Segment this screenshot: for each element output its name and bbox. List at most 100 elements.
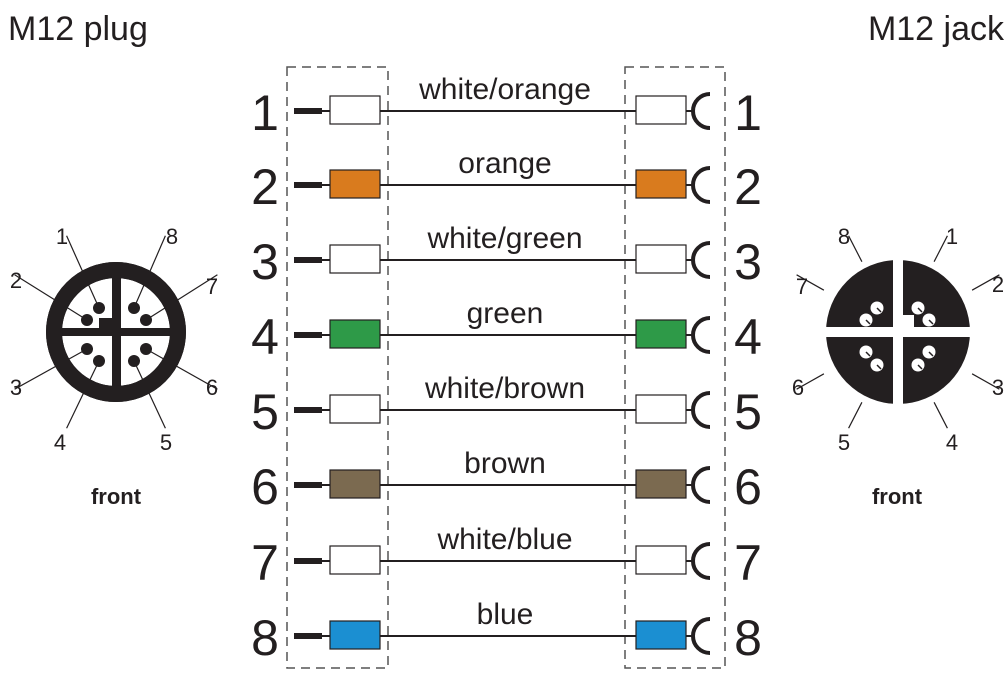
jack-wire-color-box <box>635 394 687 424</box>
plug-pin-leader-line <box>14 348 88 390</box>
plug-wire-color-box <box>329 319 381 349</box>
socket-contact-icon <box>691 617 711 655</box>
wire-color-label: orange <box>458 147 551 180</box>
jack-wire-color-box <box>635 169 687 199</box>
plug-pin-leader-line <box>145 348 218 390</box>
plug-wire-color-box <box>329 469 381 499</box>
jack-pin-mark <box>917 364 923 370</box>
plug-pin-leader-line <box>133 360 166 429</box>
jack-pin-leader-line <box>933 235 948 262</box>
socket-contact-icon <box>691 542 711 580</box>
plug-pin <box>140 343 152 355</box>
jack-pin-label: 4 <box>946 430 958 455</box>
plug-pin-label: 1 <box>56 224 68 249</box>
plug-pin-number: 7 <box>251 535 279 591</box>
jack-pin-number: 1 <box>734 85 762 141</box>
plug-pin <box>128 302 140 314</box>
socket-contact-icon <box>691 316 711 354</box>
jack-pin-number: 2 <box>734 159 762 215</box>
jack-pin-number: 3 <box>734 234 762 290</box>
jack-pin-number: 4 <box>734 309 762 365</box>
plug-key <box>99 318 114 330</box>
wire-rows: 1 1 white/orange 2 2 orange 3 3 white/green 4 4 gre… <box>251 73 762 666</box>
plug-pin-label: 2 <box>10 268 22 293</box>
wire-color-label: white/orange <box>418 73 591 106</box>
wire-row: 8 8 blue <box>251 598 762 666</box>
plug-title: M12 plug <box>8 10 148 48</box>
plug-pin-number: 3 <box>251 234 279 290</box>
jack-wire-color-box <box>635 545 687 575</box>
jack-pin-leader-line <box>933 402 948 429</box>
jack-pin-mark <box>928 319 934 325</box>
jack-pin-mark <box>876 307 882 313</box>
plug-wire-color-box <box>329 545 381 575</box>
jack-pin-mark <box>865 319 871 325</box>
socket-contact-icon <box>691 391 711 429</box>
plug-pin-label: 8 <box>166 224 178 249</box>
jack-pin-label: 1 <box>946 224 958 249</box>
plug-pin-number: 1 <box>251 85 279 141</box>
jack-pin-label: 5 <box>838 430 850 455</box>
socket-contact-icon <box>691 92 711 130</box>
jack-pin-mark <box>928 351 934 357</box>
wire-color-label: white/brown <box>424 372 585 405</box>
plug-pin-number: 6 <box>251 459 279 515</box>
plug-pin-number: 4 <box>251 309 279 365</box>
jack-pin-leader-line <box>971 373 1000 390</box>
jack-pin-leader-line <box>848 235 863 262</box>
plug-pin-label: 4 <box>54 430 66 455</box>
plug-pin-label: 3 <box>10 375 22 400</box>
plug-pin-label: 6 <box>206 375 218 400</box>
jack-wire-color-box <box>635 319 687 349</box>
plug-pin-number: 8 <box>251 610 279 666</box>
socket-contact-icon <box>691 466 711 504</box>
plug-pin <box>128 355 140 367</box>
plug-pin-number: 2 <box>251 159 279 215</box>
plug-pin-leader-line <box>66 360 100 429</box>
jack-wire-color-box <box>635 620 687 650</box>
jack-side-box <box>624 66 726 669</box>
wire-color-label: green <box>467 297 544 330</box>
jack-pin-mark <box>917 307 923 313</box>
jack-wire-color-box <box>635 95 687 125</box>
jack-pin-number: 8 <box>734 610 762 666</box>
plug-wire-color-box <box>329 169 381 199</box>
plug-pin <box>93 302 105 314</box>
plug-pin <box>140 314 152 326</box>
plug-pin <box>81 343 93 355</box>
jack-pin-label: 8 <box>838 224 850 249</box>
plug-wire-color-box <box>329 620 381 650</box>
jack-pin-label: 2 <box>992 272 1004 297</box>
wire-color-label: blue <box>477 598 534 631</box>
plug-pin-leader-line <box>14 274 88 321</box>
jack-pin-label: 6 <box>792 375 804 400</box>
wire-color-label: brown <box>464 447 546 480</box>
jack-title: M12 jack <box>868 10 1005 48</box>
plug-pin-leader-line <box>145 274 218 321</box>
plug-pin-number: 5 <box>251 384 279 440</box>
jack-pin-leader-line <box>796 373 825 390</box>
jack-pin-leader-line <box>971 274 1000 291</box>
wire-row: 6 6 brown <box>251 447 762 515</box>
jack-pin-label: 7 <box>796 274 808 299</box>
plug-caption: front <box>91 484 142 509</box>
plug-pin <box>93 355 105 367</box>
plug-pin <box>81 314 93 326</box>
wire-row: 2 2 orange <box>251 147 762 215</box>
jack-horizontal-gap <box>824 327 972 337</box>
plug-ring-overlay <box>46 262 186 402</box>
socket-contact-icon <box>691 166 711 204</box>
plug-horizontal-divider <box>54 328 178 336</box>
jack-wire-color-box <box>635 244 687 274</box>
plug-wire-color-box <box>329 244 381 274</box>
plug-wire-color-box <box>329 95 381 125</box>
jack-wire-color-box <box>635 469 687 499</box>
jack-pin-number: 6 <box>734 459 762 515</box>
wire-color-label: white/green <box>426 222 582 255</box>
plug-pin-label: 5 <box>160 430 172 455</box>
jack-caption: front <box>872 484 923 509</box>
jack-key <box>898 315 914 327</box>
